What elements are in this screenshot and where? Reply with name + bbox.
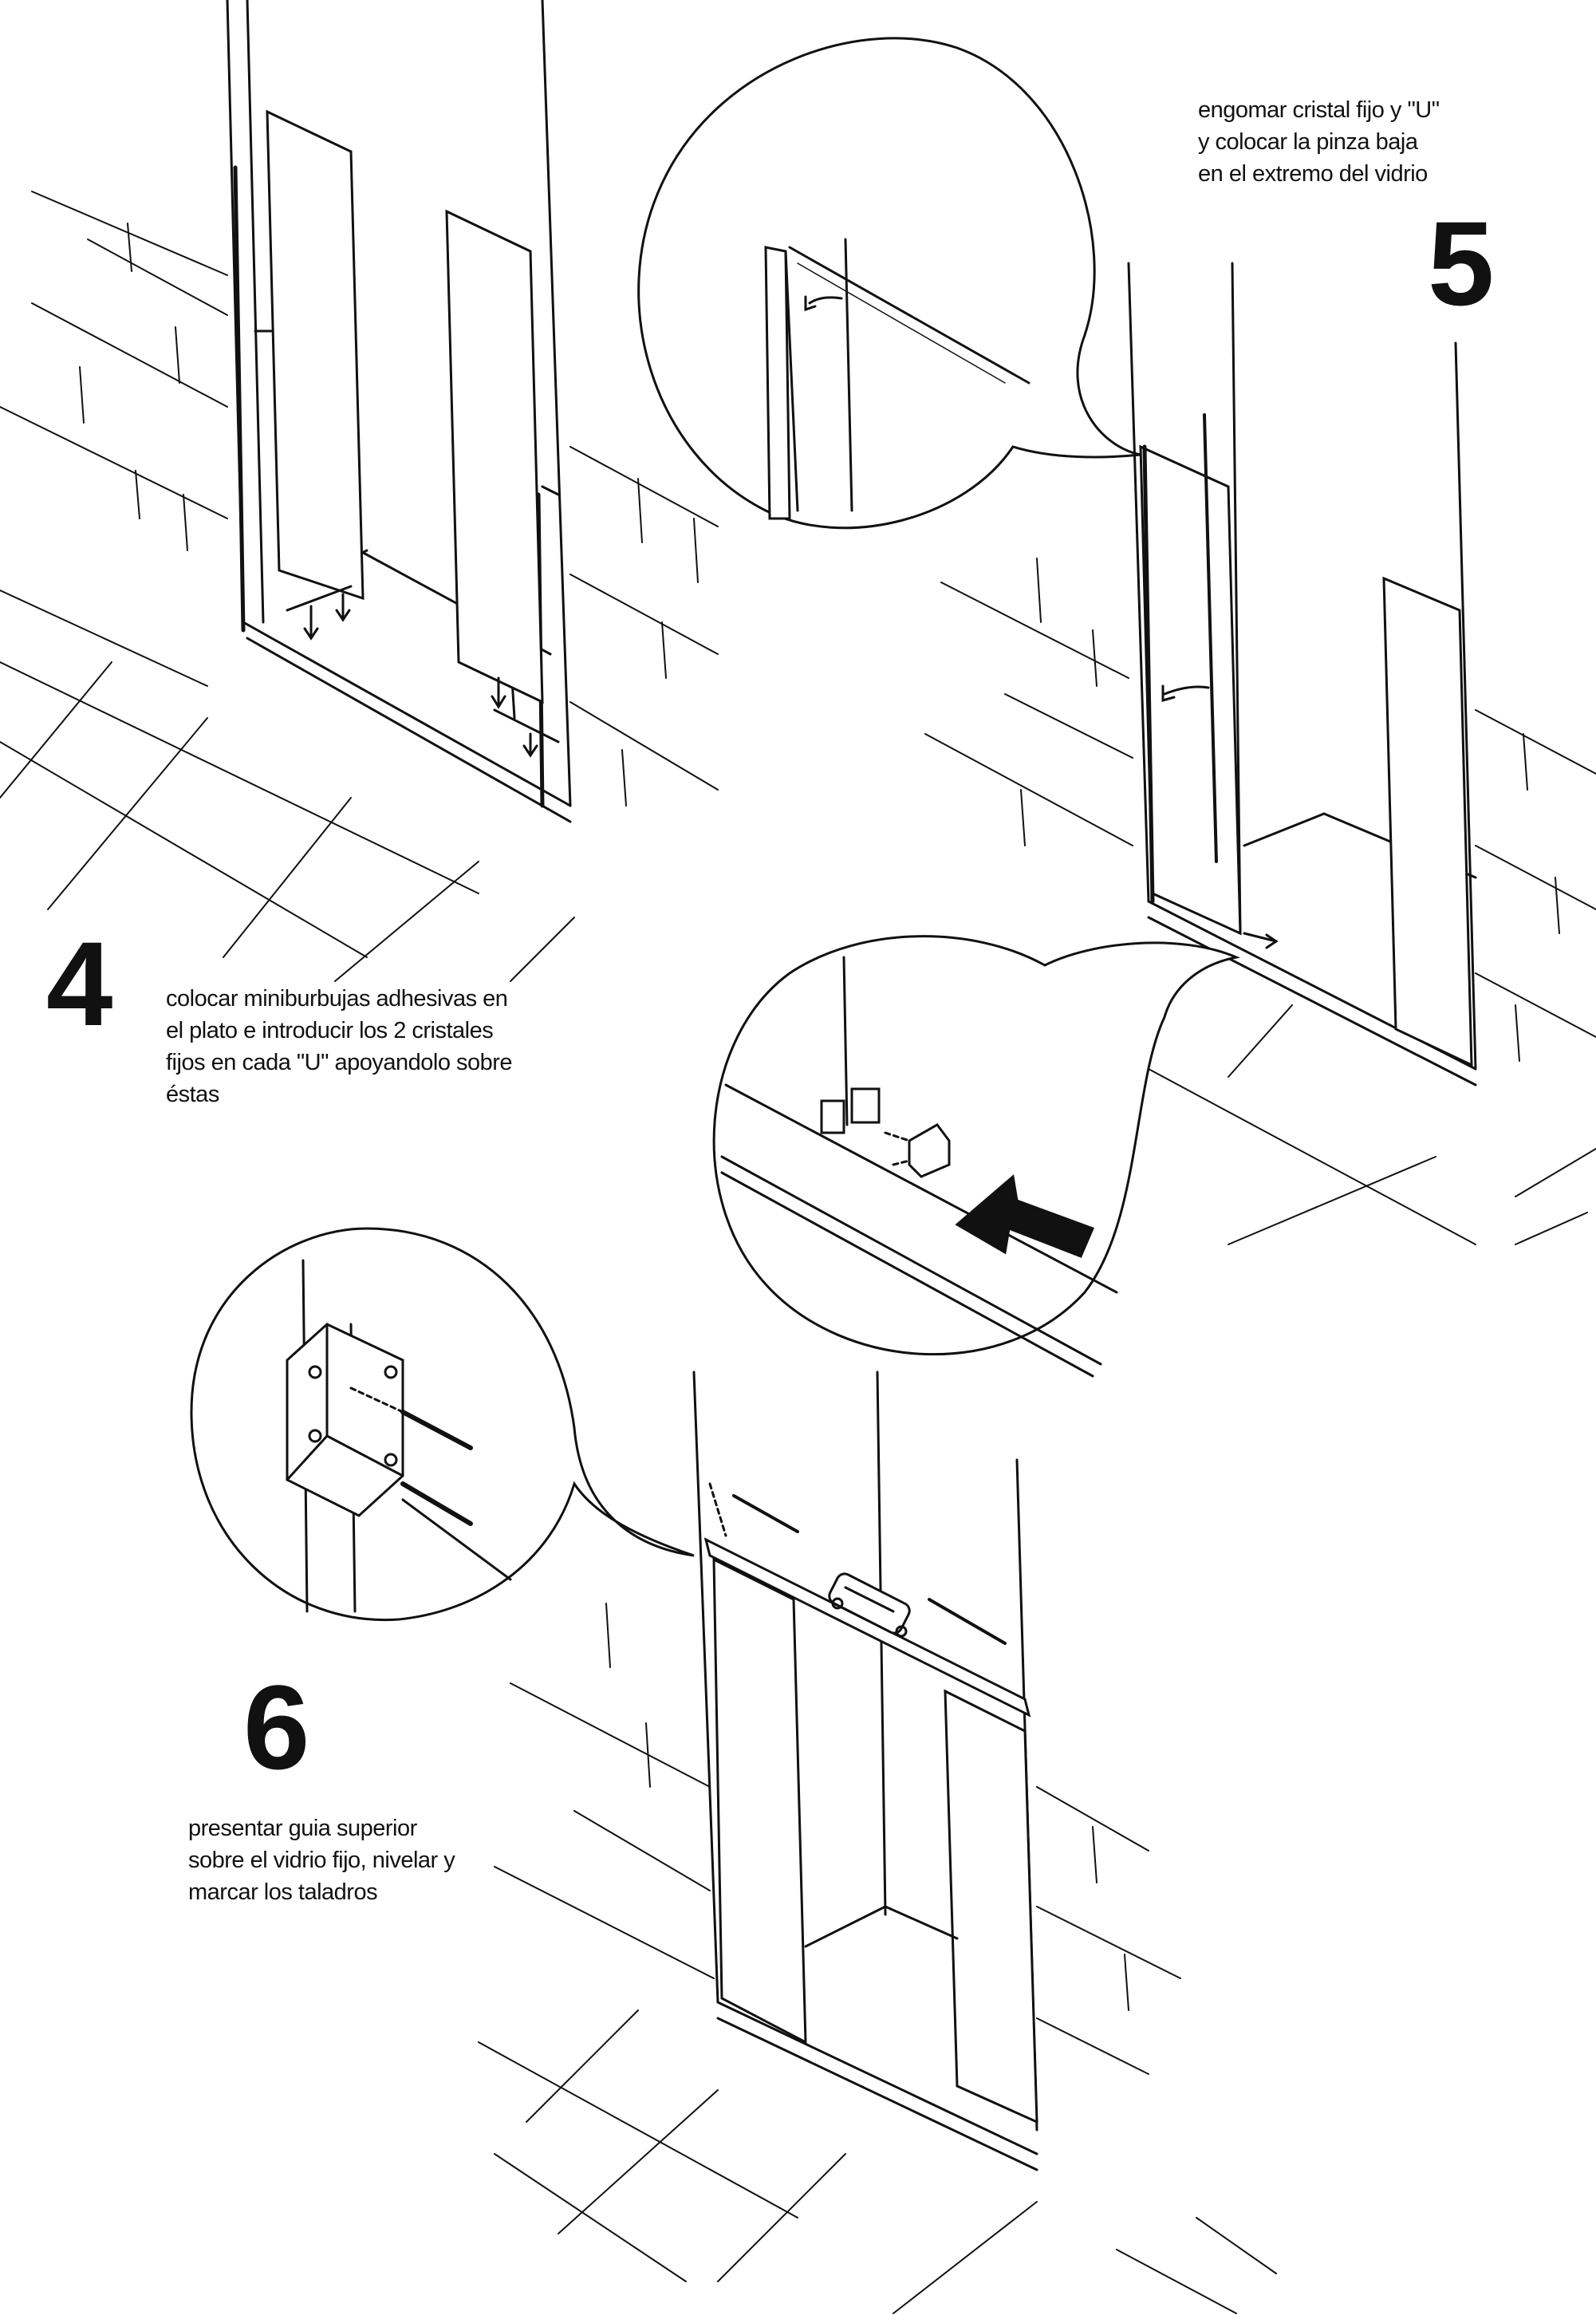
caption-line: en el extremo del vidrio — [1198, 161, 1428, 187]
caption-line: el plato e introducir los 2 cristales — [166, 1018, 494, 1043]
step-4-number: 4 — [46, 917, 113, 1051]
caption-line: colocar miniburbujas adhesivas en — [166, 986, 508, 1012]
step-6-caption: presentar guia superior sobre el vidrio … — [188, 1812, 455, 1908]
step-5-number: 5 — [1428, 196, 1495, 330]
step-6-number: 6 — [243, 1660, 310, 1794]
step-5-clip-detail-bubble — [712, 935, 1241, 1378]
caption-line: fijos en cada "U" apoyandolo sobre — [166, 1050, 513, 1075]
step-4-scene — [0, 0, 719, 982]
caption-line: marcar los taladros — [188, 1879, 378, 1905]
caption-line: sobre el vidrio fijo, nivelar y — [188, 1848, 455, 1873]
step-5-detail-bubble — [637, 37, 1141, 530]
caption-line: engomar cristal fijo y "U" — [1198, 97, 1440, 123]
caption-line: éstas — [166, 1082, 219, 1107]
step-6-detail-bubble — [190, 1227, 695, 1622]
step-5-scene — [924, 262, 1596, 1245]
step-4-caption: colocar miniburbujas adhesivas en el pla… — [166, 983, 513, 1110]
caption-line: presentar guia superior — [188, 1816, 417, 1841]
caption-line: y colocar la pinza baja — [1198, 129, 1418, 155]
step-5-caption: engomar cristal fijo y "U" y colocar la … — [1198, 94, 1440, 190]
step-6-scene — [478, 1370, 1277, 2314]
